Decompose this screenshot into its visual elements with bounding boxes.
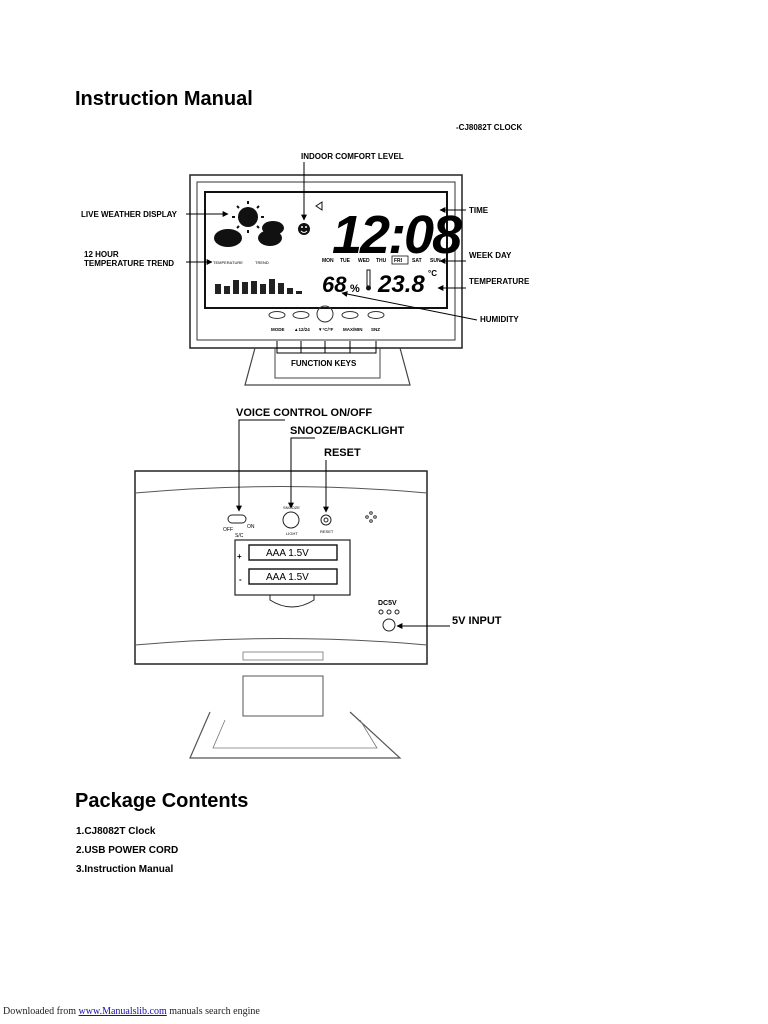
key-label: ▼°C/°F — [318, 327, 334, 332]
time-label: TIME — [469, 206, 489, 215]
trend-bar — [278, 283, 284, 294]
reset-small-label: RESET — [320, 529, 334, 534]
trend-bar — [287, 288, 293, 294]
key-label: ▲12/24 — [294, 327, 310, 332]
manual-title: Instruction Manual — [75, 88, 253, 110]
snz-key[interactable] — [367, 311, 385, 319]
manualslib-link[interactable]: www.Manualslib.com — [78, 1006, 167, 1017]
trend-bar — [251, 281, 257, 294]
trend-caption-left: TEMPERATURE — [213, 260, 243, 265]
trend-caption-right: TREND — [255, 260, 269, 265]
weekday-wed: WED — [358, 258, 370, 264]
clock-digits: 12:08 — [332, 205, 462, 265]
footer-prefix: Downloaded from — [3, 1006, 77, 1017]
week-day-label: WEEK DAY — [469, 251, 512, 260]
humidity-label: HUMIDITY — [480, 315, 519, 324]
reset-button[interactable] — [320, 514, 332, 526]
snooze-bottom-label: LIGHT — [286, 531, 298, 536]
key-label: SNZ — [371, 327, 380, 332]
indoor-comfort-label: INDOOR COMFORT LEVEL — [301, 152, 404, 161]
battery-2-label: AAA 1.5V — [266, 572, 309, 583]
temperature-label: TEMPERATURE — [469, 277, 530, 286]
switch-off-label: OFF — [223, 527, 233, 533]
front-view-diagram: 12:08 MON TUE WED THU FRI SAT SUN TEMPERATURE … — [81, 152, 530, 386]
back-stand — [242, 675, 324, 717]
footer-suffix: manuals search engine — [169, 1006, 260, 1017]
key-label: MAX/MIN — [343, 327, 363, 332]
weekday-fri: FRI — [394, 258, 403, 264]
switch-on-label: ON — [247, 524, 255, 530]
humidity-unit: % — [350, 283, 360, 295]
svg-text:+: + — [237, 552, 242, 561]
temperature-unit: °C — [428, 269, 437, 278]
temperature-trend-bars — [215, 279, 302, 294]
mode-key[interactable] — [268, 311, 286, 319]
weekday-highlight-box — [391, 255, 409, 265]
footer: Downloaded from www.Manualslib.com manua… — [3, 1006, 260, 1017]
smiley-comfort-icon — [298, 223, 310, 235]
package-item: 3.Instruction Manual — [76, 864, 174, 875]
back-body-outline — [134, 470, 428, 665]
up-key[interactable] — [292, 311, 310, 319]
speaker-holes — [365, 511, 377, 523]
reset-label: RESET — [324, 447, 361, 459]
alarm-bell-icon — [315, 201, 323, 211]
package-item: 1.CJ8082T Clock — [76, 826, 156, 837]
battery-latch — [269, 595, 315, 608]
live-weather-label: LIVE WEATHER DISPLAY — [81, 210, 178, 219]
weekday-mon: MON — [322, 258, 334, 264]
voice-control-label: VOICE CONTROL ON/OFF — [236, 407, 372, 419]
svg-text:-: - — [239, 575, 242, 584]
front-stand — [244, 347, 411, 386]
package-contents-title: Package Contents — [75, 790, 249, 812]
switch-sc-label: S/C — [235, 533, 244, 539]
trend-bar — [215, 284, 221, 294]
battery-1-label: AAA 1.5V — [266, 548, 309, 559]
trend-label-line2: TEMPERATURE TREND — [84, 259, 174, 268]
function-key-labels: MODE ▲12/24 ▼°C/°F MAX/MIN SNZ — [271, 327, 380, 332]
input-label: 5V INPUT — [452, 615, 502, 627]
weekday-tue: TUE — [340, 258, 351, 264]
dc-input-jack — [382, 618, 396, 632]
trend-bar — [242, 282, 248, 294]
center-light-key[interactable] — [316, 305, 334, 323]
weekday-row: MON TUE WED THU FRI SAT SUN — [322, 255, 441, 265]
dc-label: DC5V — [378, 600, 397, 607]
temperature-value: 23.8 — [377, 271, 425, 298]
battery-2 — [248, 568, 338, 585]
weekday-sat: SAT — [412, 258, 422, 264]
back-view-diagram: OFF ON S/C SNOOZE LIGHT RESET AAA 1.5V A… — [134, 407, 502, 759]
function-key-buttons — [268, 305, 385, 323]
trend-bar — [269, 279, 275, 294]
snooze-backlight-label: SNOOZE/BACKLIGHT — [290, 425, 405, 437]
trend-bar — [260, 284, 266, 294]
key-label: MODE — [271, 327, 285, 332]
thermometer-icon — [366, 269, 371, 291]
max-min-key[interactable] — [341, 311, 359, 319]
voice-switch[interactable] — [227, 514, 247, 524]
function-keys-label: FUNCTION KEYS — [291, 359, 357, 368]
battery-compartment — [234, 539, 351, 596]
package-item: 2.USB POWER CORD — [76, 845, 179, 856]
snooze-button[interactable] — [282, 511, 300, 529]
polarity-symbol — [378, 609, 400, 615]
battery-1 — [248, 544, 338, 561]
trend-bar — [224, 286, 230, 294]
trend-label-line1: 12 HOUR — [84, 250, 119, 259]
trend-bar — [233, 280, 239, 294]
model-label: -CJ8082T CLOCK — [456, 123, 523, 132]
weekday-sun: SUN — [430, 258, 441, 264]
weekday-thu: THU — [376, 258, 387, 264]
snooze-top-label: SNOOZE — [283, 505, 300, 510]
sun-cloud-icon — [214, 201, 284, 247]
trend-bar — [296, 291, 302, 294]
